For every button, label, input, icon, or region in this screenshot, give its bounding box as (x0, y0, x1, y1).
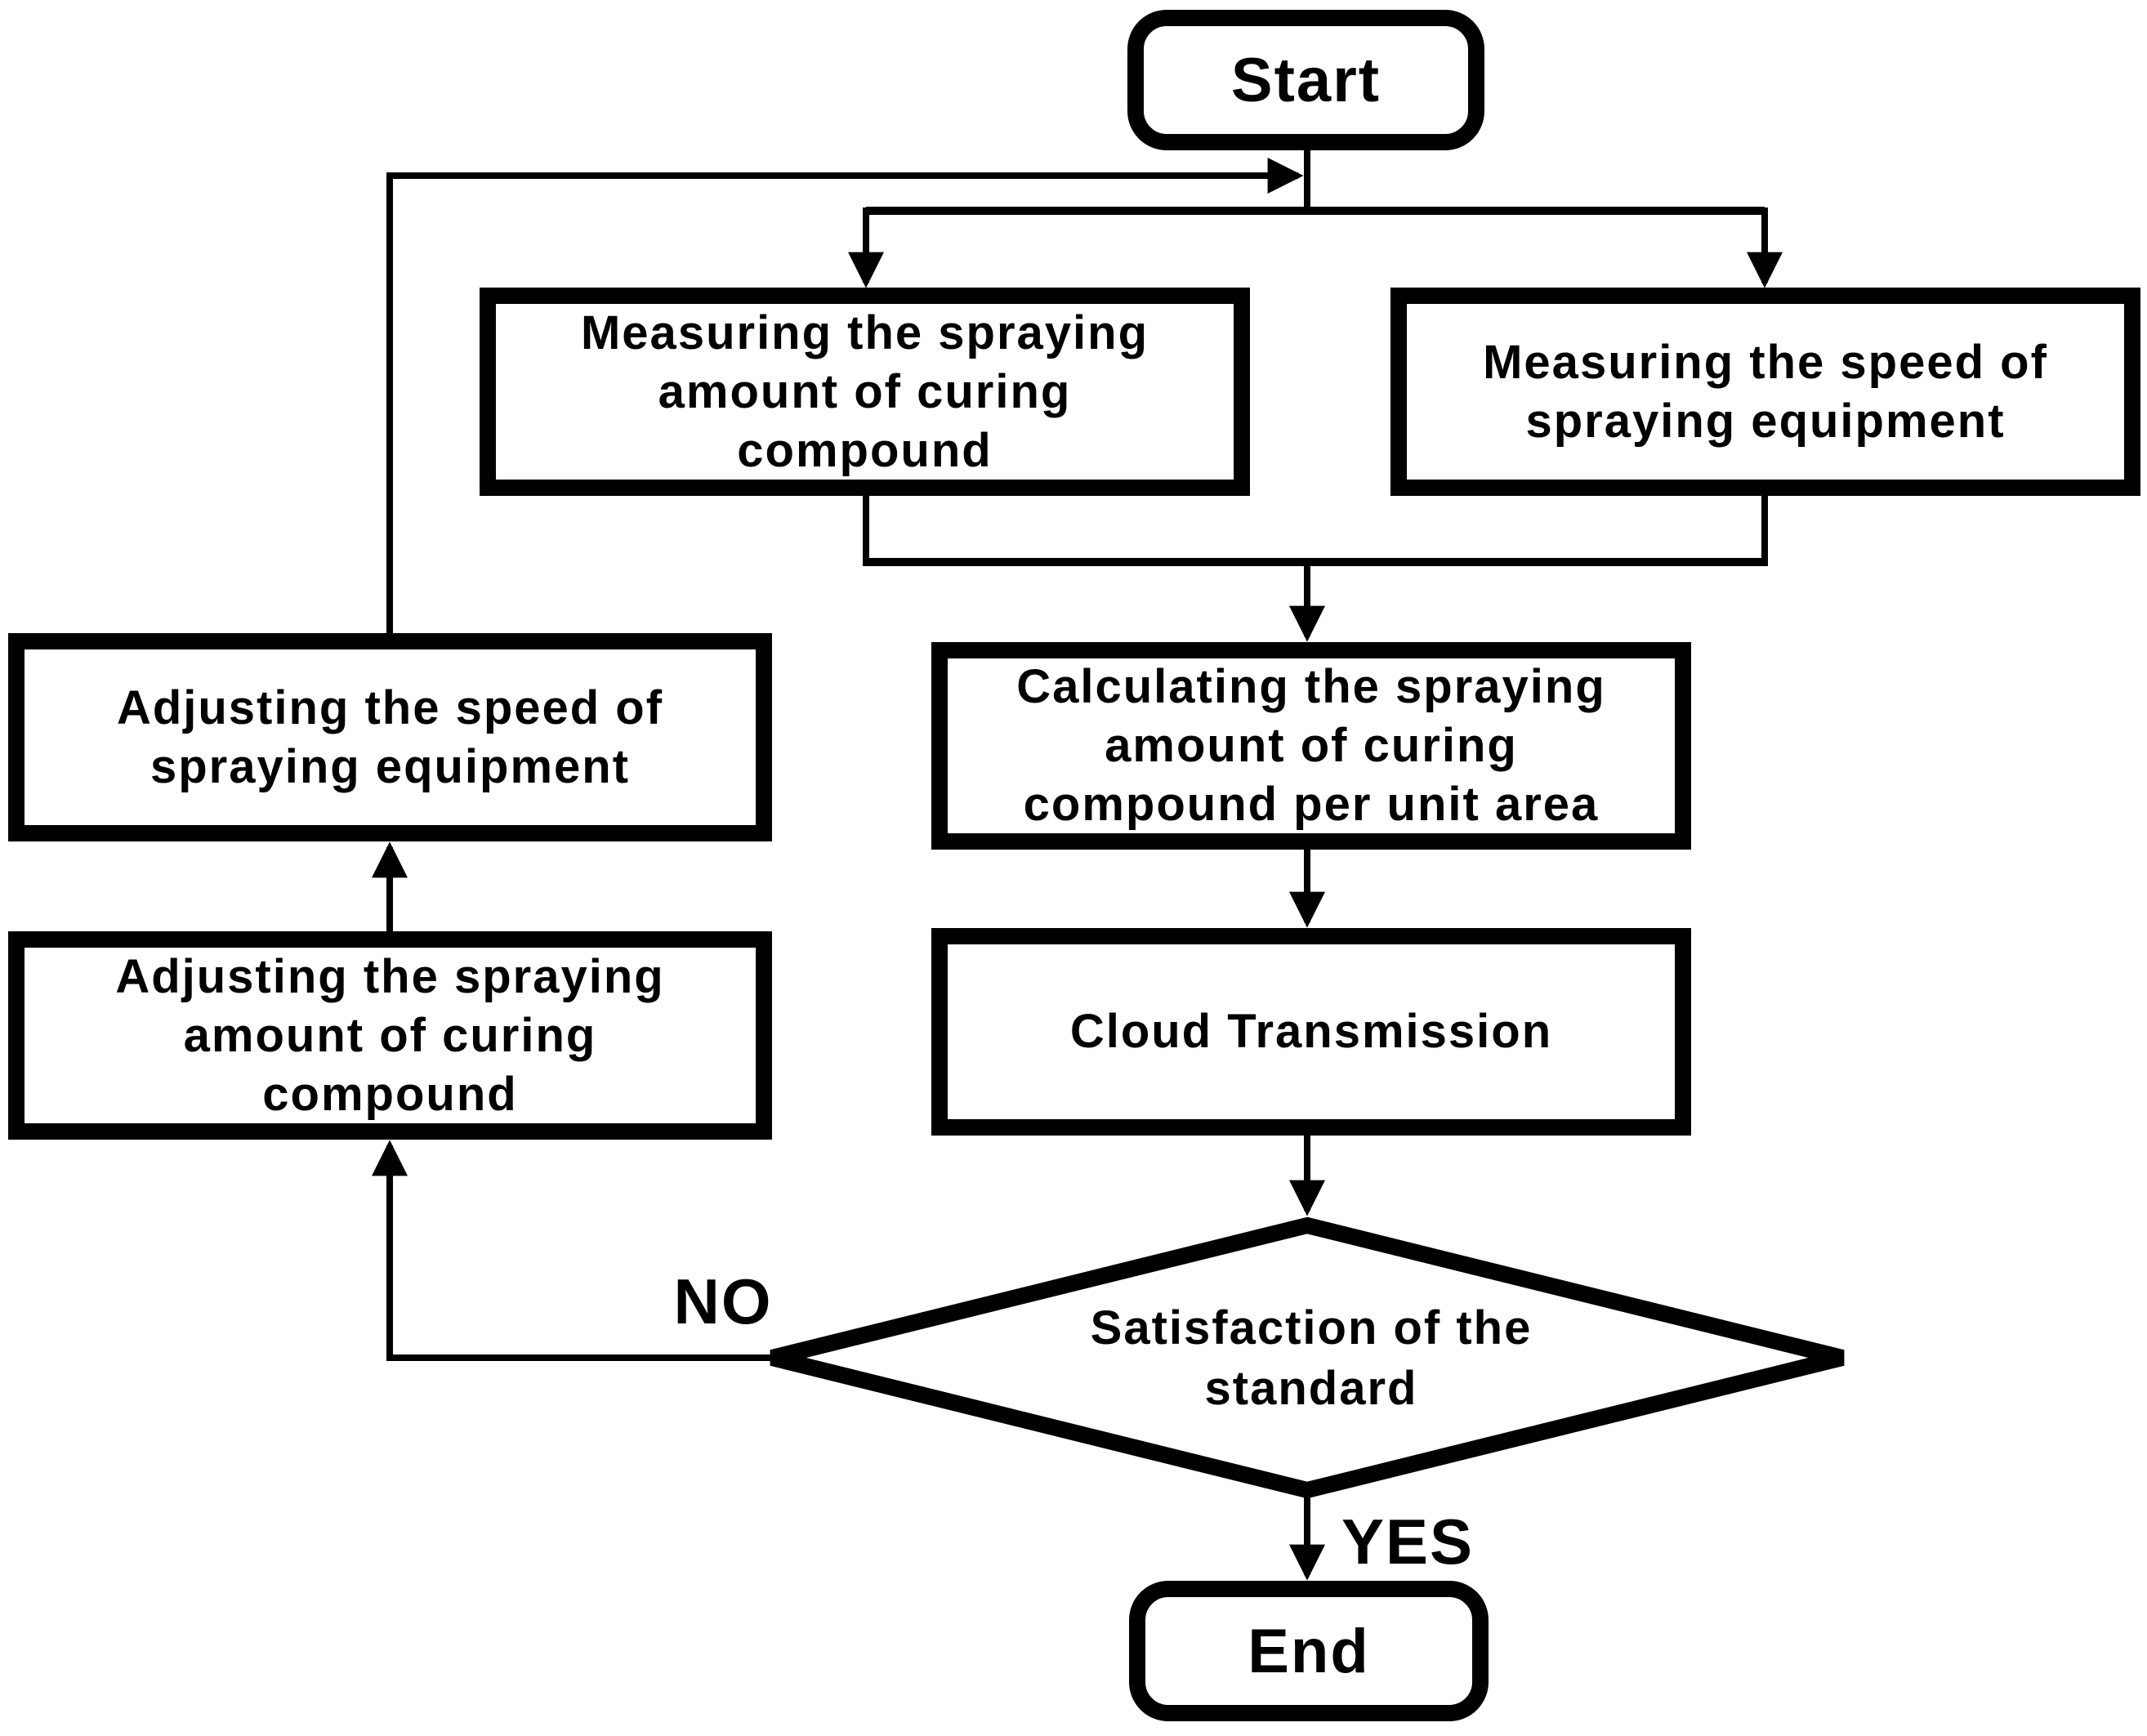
label-yes: YES (1341, 1506, 1475, 1578)
node-adjusting-speed: Adjusting the speed of spraying equipmen… (8, 633, 772, 841)
decision-diamond (770, 1216, 1845, 1499)
node-text-line: Start (1230, 45, 1381, 115)
node-text-line: Satisfaction of the (1090, 1301, 1533, 1354)
node-measuring-speed: Measuring the speed of spraying equipmen… (1390, 288, 2140, 496)
edge-adjust-speed-to-start-stem (386, 158, 1304, 633)
node-end: End (1129, 1581, 1489, 1721)
node-text-line: amount of curing (1105, 719, 1518, 772)
node-decision-label: Satisfaction of the standard (1001, 1291, 1622, 1426)
edge-decision-no-to-adjust-amount (372, 1140, 772, 1361)
node-text-line: compound per unit area (1023, 778, 1600, 831)
node-text-line: Measuring the speed of (1483, 335, 2048, 389)
node-text-line: compound (737, 423, 993, 477)
node-measuring-amount: Measuring the spraying amount of curing … (480, 288, 1250, 496)
node-text-line: amount of curing (183, 1008, 597, 1062)
node-text-line: End (1248, 1616, 1370, 1686)
node-text-line: amount of curing (658, 364, 1072, 418)
node-adjusting-amount: Adjusting the spraying amount of curing … (8, 931, 772, 1140)
node-text-line: compound (262, 1067, 518, 1121)
node-text-line: Calculating the spraying (1016, 660, 1606, 713)
node-start: Start (1127, 10, 1484, 150)
node-text-line: spraying equipment (1525, 394, 2006, 448)
node-calculating: Calculating the spraying amount of curin… (931, 642, 1691, 850)
node-text-line: Cloud Transmission (1069, 1005, 1553, 1058)
node-text-line: Measuring the spraying (580, 306, 1149, 359)
node-text-line: spraying equipment (150, 739, 631, 793)
node-text-line: standard (1204, 1361, 1418, 1415)
node-text-line: Adjusting the speed of (116, 681, 664, 734)
node-cloud-transmission: Cloud Transmission (931, 928, 1691, 1136)
label-no: NO (673, 1265, 773, 1337)
node-text-line: Adjusting the spraying (115, 949, 665, 1003)
